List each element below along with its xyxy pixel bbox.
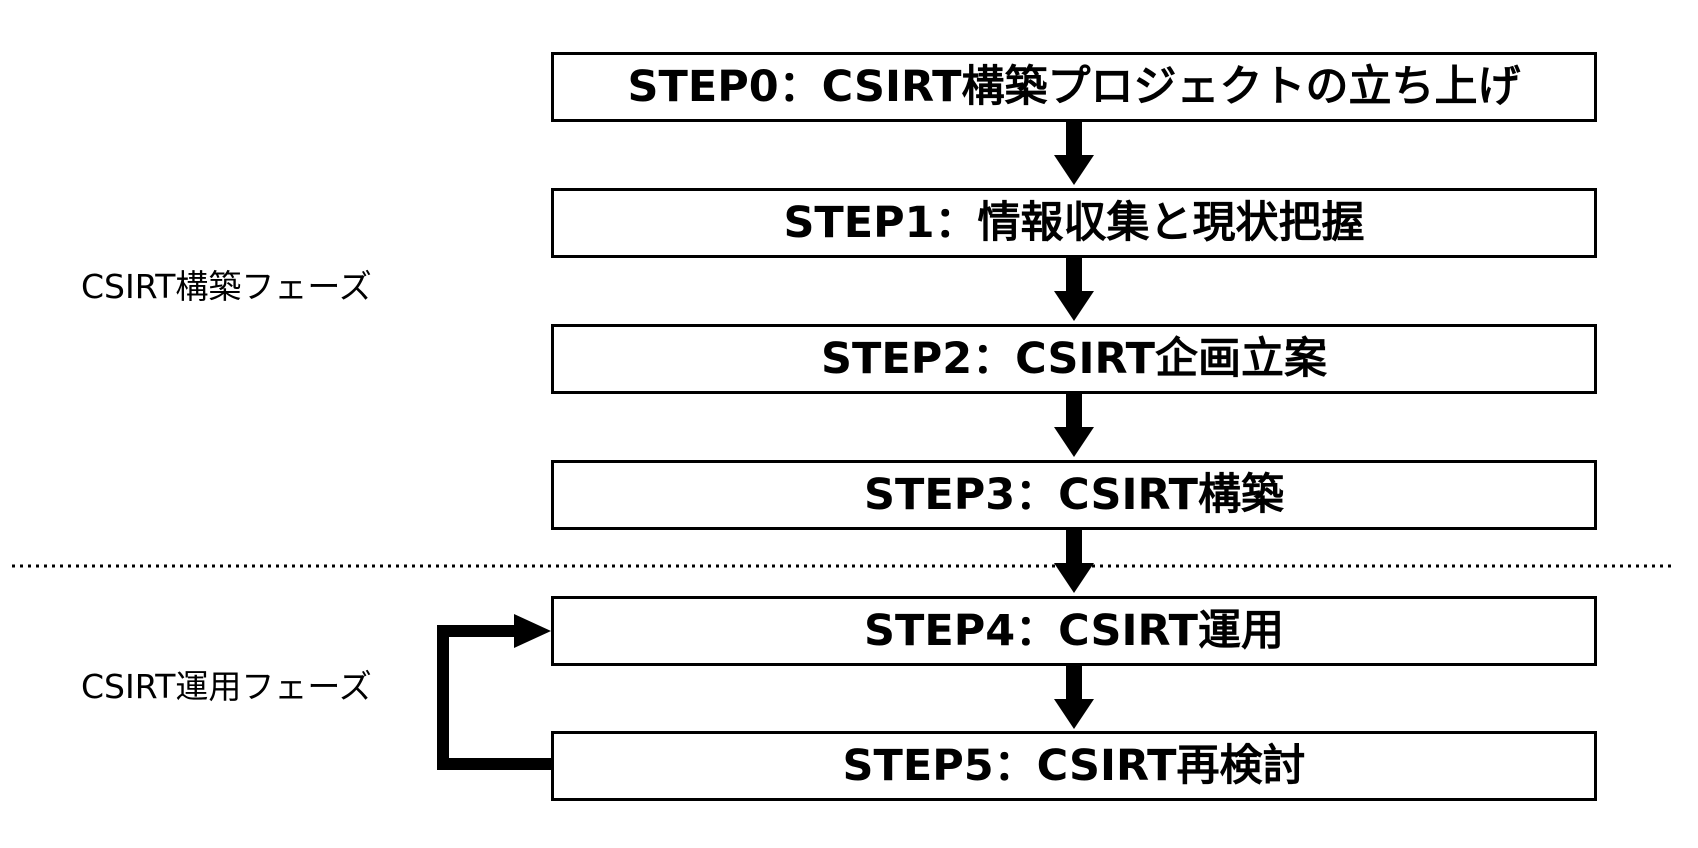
step-label-0: STEP0：CSIRT構築プロジェクトの立ち上げ <box>627 61 1521 112</box>
step-label-1: STEP1：情報収集と現状把握 <box>783 197 1365 248</box>
step-box-5: STEP5：CSIRT再検討 <box>551 731 1597 801</box>
arrow-step1-step2 <box>1054 258 1094 321</box>
phase-label-build: CSIRT構築フェーズ <box>81 267 372 306</box>
step-box-3: STEP3：CSIRT構築 <box>551 460 1597 530</box>
step-label-3: STEP3：CSIRT構築 <box>864 469 1284 520</box>
arrow-step2-step3 <box>1054 394 1094 457</box>
phase-label-operation: CSIRT運用フェーズ <box>81 667 372 706</box>
step-box-1: STEP1：情報収集と現状把握 <box>551 188 1597 258</box>
arrow-step0-step1 <box>1054 122 1094 185</box>
step-label-4: STEP4：CSIRT運用 <box>864 605 1284 656</box>
arrow-step3-step4 <box>1054 530 1094 593</box>
step-label-5: STEP5：CSIRT再検討 <box>842 740 1306 791</box>
step-box-2: STEP2：CSIRT企画立案 <box>551 324 1597 394</box>
step-box-0: STEP0：CSIRT構築プロジェクトの立ち上げ <box>551 52 1597 122</box>
step-box-4: STEP4：CSIRT運用 <box>551 596 1597 666</box>
step-label-2: STEP2：CSIRT企画立案 <box>821 333 1327 384</box>
arrow-step4-step5 <box>1054 666 1094 729</box>
feedback-loop-arrow <box>437 614 551 770</box>
